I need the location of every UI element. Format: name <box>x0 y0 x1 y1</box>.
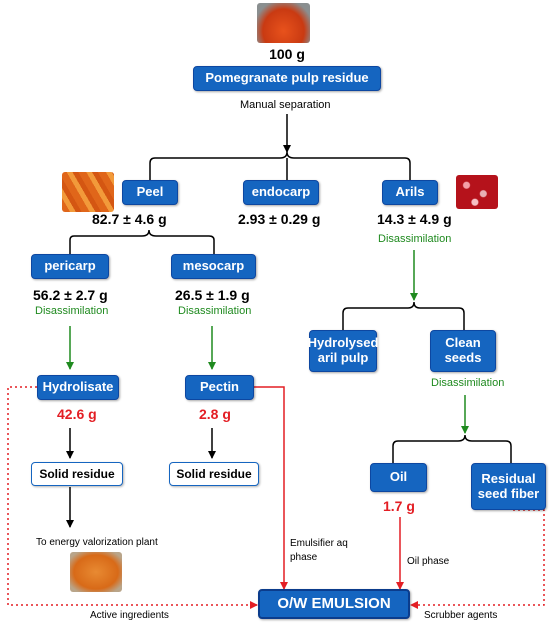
peel-photo <box>62 172 114 212</box>
separation-note: Manual separation <box>240 99 331 111</box>
arils-box: Arils <box>382 180 438 205</box>
mesocarp-process: Disassimilation <box>178 305 252 317</box>
bracket-seeds <box>392 434 512 463</box>
pectin-box: Pectin <box>185 375 254 400</box>
oil-box: Oil <box>370 463 427 492</box>
top-amount: 100 g <box>269 46 305 62</box>
mesocarp-box: mesocarp <box>171 254 256 279</box>
oil-phase-note: Oil phase <box>407 556 450 567</box>
pericarp-value: 56.2 ± 2.7 g <box>33 287 108 303</box>
active-ingredients-note: Active ingredients <box>90 610 169 621</box>
arrow-active-ingredients <box>7 386 258 609</box>
pomegranate-residue-photo <box>257 3 310 43</box>
endocarp-value: 2.93 ± 0.29 g <box>238 211 321 227</box>
arils-process: Disassimilation <box>378 233 452 245</box>
clean-seeds-box: Clean seeds <box>430 330 496 372</box>
peel-box: Peel <box>122 180 178 205</box>
arrow-pectin-emulsion <box>254 386 288 590</box>
hydrolysed-aril-pulp-box: Hydrolysed aril pulp <box>308 330 378 372</box>
pericarp-process: Disassimilation <box>35 305 109 317</box>
mesocarp-value: 26.5 ± 1.9 g <box>175 287 250 303</box>
bracket-top <box>149 151 411 180</box>
hydrolisate-value: 42.6 g <box>57 406 97 422</box>
solid-residue-box-2: Solid residue <box>169 462 259 486</box>
oil-value: 1.7 g <box>383 498 415 514</box>
hydrolisate-box: Hydrolisate <box>37 375 119 400</box>
ow-emulsion-box: O/W EMULSION <box>258 589 410 619</box>
bracket-arils <box>342 301 465 330</box>
pomegranate-pulp-residue-box: Pomegranate pulp residue <box>193 66 381 91</box>
energy-note: To energy valorization plant <box>36 537 158 548</box>
solid-residue-box-1: Solid residue <box>31 462 123 486</box>
peel-value: 82.7 ± 4.6 g <box>92 211 167 227</box>
scrubber-agents-note: Scrubber agents <box>424 610 498 621</box>
pectin-value: 2.8 g <box>199 406 231 422</box>
endocarp-box: endocarp <box>243 180 319 205</box>
clean-seeds-process: Disassimilation <box>431 377 505 389</box>
arils-photo <box>456 175 498 209</box>
emulsifier-note: Emulsifier aq phase <box>290 538 348 563</box>
arrow-scrubber-agents <box>410 509 545 609</box>
bracket-peel <box>69 229 215 254</box>
residual-seed-fiber-box: Residual seed fiber <box>471 463 546 510</box>
solid-residue-photo <box>70 552 122 592</box>
arils-value: 14.3 ± 4.9 g <box>377 211 452 227</box>
pericarp-box: pericarp <box>31 254 109 279</box>
